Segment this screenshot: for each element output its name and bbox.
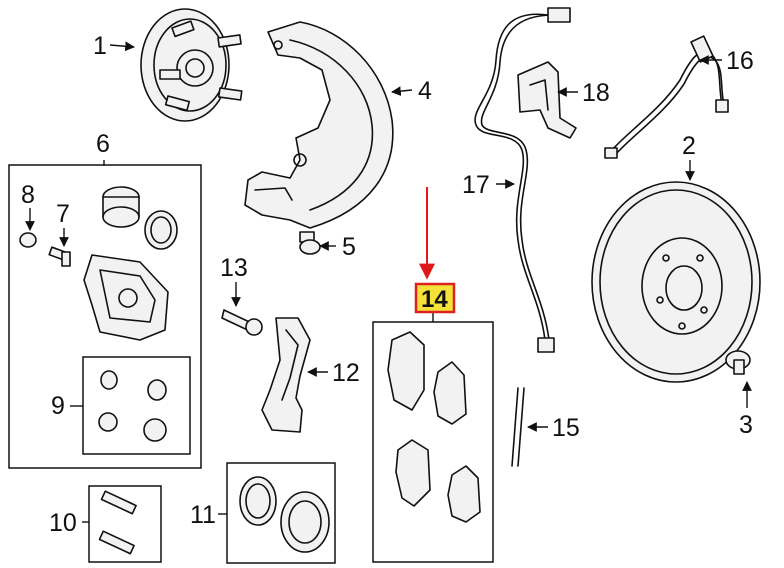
piston-seal-part	[144, 210, 178, 250]
callout-3: 3	[739, 411, 753, 439]
brake-pad-parts	[387, 331, 481, 523]
callout-2: 2	[682, 132, 696, 160]
callout-14: 14	[421, 286, 448, 313]
sensor-bracket-part	[517, 61, 577, 139]
callout-6: 6	[96, 130, 110, 158]
callout-13: 13	[220, 254, 248, 282]
caliper-piston-part	[102, 186, 140, 228]
caliper-group-box	[8, 164, 202, 469]
callout-10: 10	[49, 509, 77, 537]
callout-17: 17	[462, 171, 490, 199]
callout-15: 15	[552, 414, 580, 442]
bracket-bolt-part	[221, 309, 263, 336]
callout-18: 18	[582, 79, 610, 107]
caliper-part	[83, 254, 169, 341]
callout-labels: 1 2 3 4 5 6 7 8 9 10 11 12 13 14 15 16 1…	[21, 32, 754, 537]
callout-8: 8	[21, 181, 35, 209]
guide-pin-kit-box	[82, 356, 191, 455]
bleeder-screw-part	[48, 246, 71, 267]
callout-11: 11	[190, 501, 216, 529]
seal-kit-box	[226, 462, 336, 564]
caliper-bracket-part	[261, 317, 311, 433]
bleeder-cap-part	[19, 232, 37, 248]
rotor-screw-part	[725, 350, 751, 375]
wheel-hub-part	[140, 8, 243, 122]
callout-4: 4	[418, 77, 432, 105]
highlight-box	[414, 282, 456, 314]
seal-kit-parts	[239, 476, 330, 553]
leader-lines	[25, 41, 752, 523]
callout-9: 9	[51, 392, 65, 420]
abs-sensor-wire-part	[474, 7, 571, 353]
brake-hose-part	[604, 35, 729, 159]
guide-pins-box	[88, 485, 162, 563]
callout-7: 7	[56, 200, 70, 228]
callout-1: 1	[93, 32, 107, 60]
guide-pin-parts	[98, 490, 137, 555]
callout-16: 16	[726, 47, 754, 75]
callout-5: 5	[342, 233, 356, 261]
shield-bolt-part	[299, 231, 321, 255]
callout-12: 12	[332, 359, 360, 387]
splash-shield-part	[244, 21, 394, 229]
brake-rotor-part	[591, 181, 761, 383]
guide-pin-kit-parts	[98, 370, 167, 442]
pad-clip-part	[511, 387, 525, 467]
